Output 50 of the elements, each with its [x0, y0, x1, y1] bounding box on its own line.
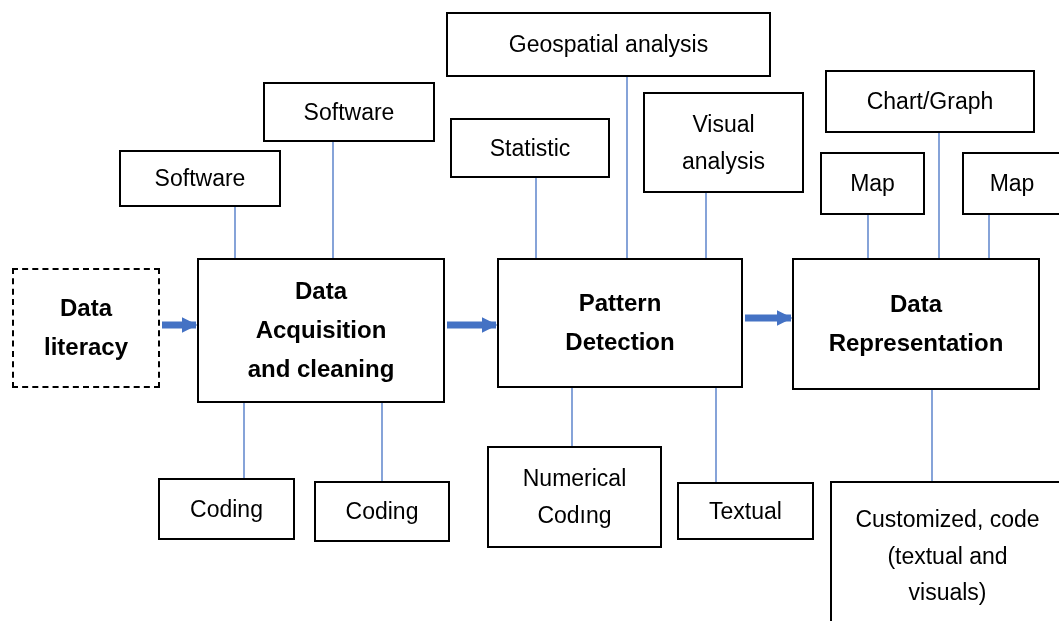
- arrow: [447, 317, 498, 333]
- node-label: Statistic: [489, 133, 571, 163]
- process-box: [446, 12, 771, 77]
- node-label: Map: [989, 169, 1035, 199]
- connector-line: [867, 214, 869, 259]
- node-label: Coding: [190, 494, 263, 524]
- node-label: Coding: [345, 497, 419, 527]
- stage-label: Data Representation: [827, 289, 1005, 358]
- arrow: [162, 317, 198, 333]
- arrow: [745, 310, 793, 326]
- process-box: [962, 152, 1059, 215]
- connector-line: [571, 387, 573, 447]
- process-box: [677, 482, 814, 540]
- connector-line: [705, 192, 707, 259]
- process-box: [830, 481, 1059, 621]
- process-box: [820, 152, 925, 215]
- connector-line: [535, 177, 537, 259]
- node-label: Visual analysis: [680, 109, 767, 176]
- connector-line: [938, 132, 940, 259]
- connector-line: [988, 214, 990, 259]
- process-box: [197, 258, 445, 403]
- connector-line: [715, 387, 717, 483]
- dashed-box: [12, 268, 160, 388]
- process-box: [119, 150, 281, 207]
- process-box: [792, 258, 1040, 390]
- node-label: Customized, code (textual and visuals): [854, 504, 1041, 608]
- connector-line: [332, 141, 334, 259]
- connector-line: [234, 206, 236, 259]
- process-box: [497, 258, 743, 388]
- process-box: [487, 446, 662, 548]
- node-label: Geospatial analysis: [508, 30, 709, 60]
- process-box: [450, 118, 610, 178]
- process-box: [263, 82, 435, 142]
- connector-line: [931, 389, 933, 482]
- process-box: [158, 478, 295, 540]
- stage-label: Data literacy: [42, 293, 130, 362]
- connector-line: [381, 402, 383, 482]
- stage-label: Pattern Detection: [564, 288, 676, 357]
- node-label: Textual: [709, 496, 782, 526]
- node-label: Software: [154, 164, 246, 194]
- stage-label: Data Acquisition and cleaning: [246, 276, 396, 384]
- node-label: Chart/Graph: [866, 87, 994, 117]
- connector-line: [626, 76, 628, 259]
- node-label: Numerical Codıng: [521, 464, 628, 530]
- connector-line: [243, 402, 245, 479]
- process-box: [825, 70, 1035, 133]
- node-label: Software: [303, 97, 395, 127]
- node-label: Map: [850, 169, 895, 199]
- process-box: [314, 481, 450, 542]
- process-box: [643, 92, 804, 193]
